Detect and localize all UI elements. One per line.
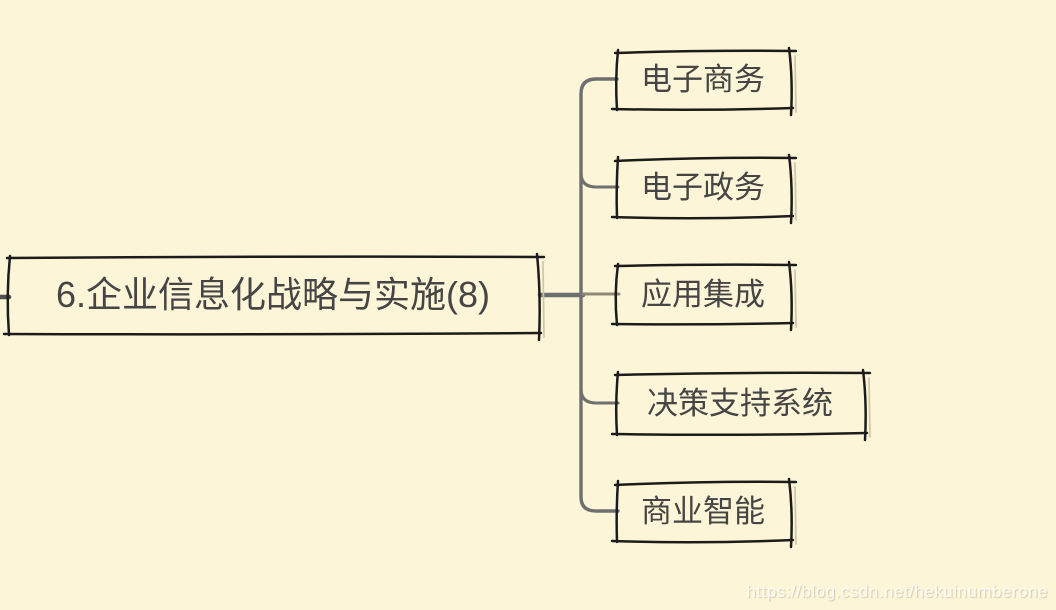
- box-stroke-bottom: [610, 214, 795, 220]
- trunk-connector: [579, 77, 620, 513]
- node-child-decision-support-system[interactable]: 决策支持系统: [647, 385, 833, 421]
- box-stroke-right: [861, 368, 867, 442]
- box-stroke-right: [535, 252, 541, 342]
- box-stroke-right: [787, 46, 793, 117]
- node-child-application-integration[interactable]: 应用集成: [641, 276, 765, 312]
- box-stroke-bottom: [610, 106, 795, 112]
- box-stroke-bottom: [610, 538, 795, 544]
- node-child-ecommerce[interactable]: 电子商务: [641, 62, 765, 97]
- box-stroke-right: [787, 153, 793, 225]
- box-stroke-right: [787, 477, 793, 549]
- box-stroke-bottom: [2, 331, 543, 336]
- box-stroke-bottom: [610, 431, 869, 437]
- box-stroke-shadow: [794, 269, 797, 328]
- box-stroke-shadow: [794, 486, 797, 545]
- branch-connector: [579, 387, 620, 405]
- branch-connector: [579, 171, 620, 189]
- box-stroke-shadow: [542, 261, 545, 338]
- node-root[interactable]: 6.企业信息化战略与实施(8): [55, 274, 491, 315]
- node-child-business-intelligence[interactable]: 商业智能: [641, 493, 765, 529]
- box-stroke-bottom: [610, 321, 795, 326]
- box-stroke-shadow: [794, 55, 797, 113]
- box-stroke-shadow: [868, 377, 871, 438]
- box-stroke-right: [787, 260, 793, 332]
- node-child-egovernment[interactable]: 电子政务: [641, 169, 765, 205]
- watermark-text: https://blog.csdn.net/hekuinumberone: [746, 582, 1048, 601]
- box-stroke-shadow: [794, 162, 797, 221]
